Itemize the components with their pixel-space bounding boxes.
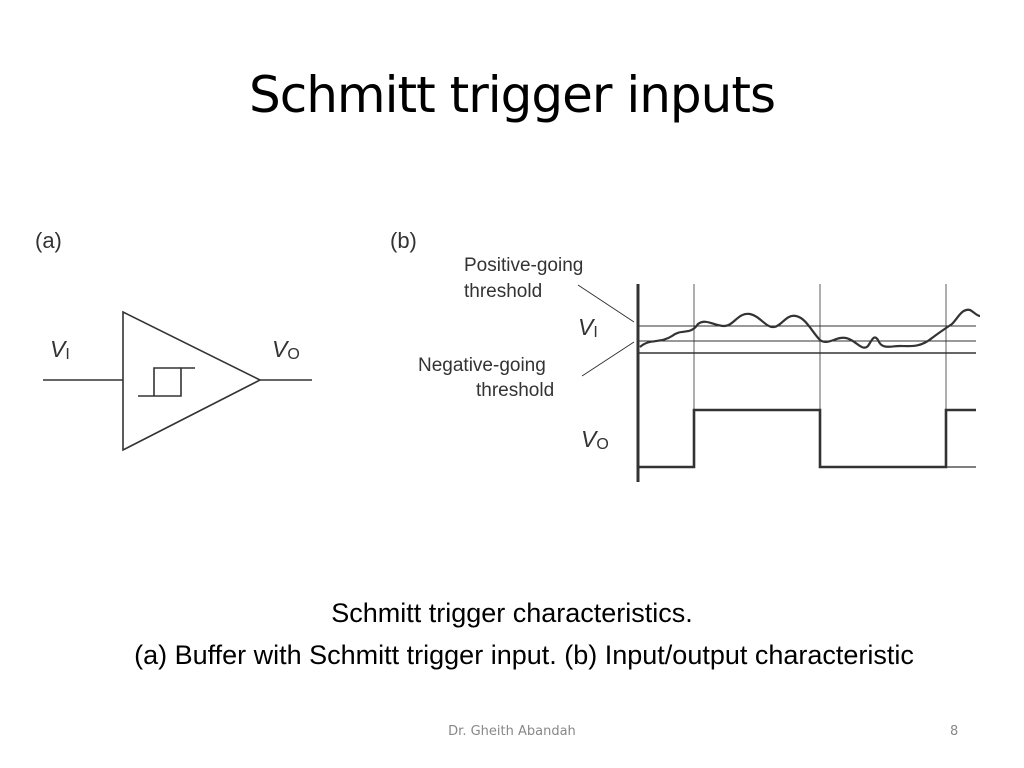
negative-threshold-pointer — [581, 341, 635, 377]
waveform-input-label: VI — [578, 314, 598, 341]
hysteresis-curve-lower — [153, 367, 181, 396]
negative-threshold-label-line1: Negative-going — [418, 355, 546, 376]
negative-threshold-label-line2: threshold — [476, 380, 554, 401]
panel-b-label: (b) — [390, 228, 417, 253]
output-waveform — [638, 408, 976, 469]
input-waveform — [639, 308, 981, 349]
positive-threshold-label-line1: Positive-going — [464, 255, 583, 276]
figure-caption-title: Schmitt trigger characteristics. — [331, 598, 693, 628]
panel-a-label: (a) — [35, 228, 62, 253]
positive-threshold-pointer — [577, 284, 635, 323]
hysteresis-curve-upper — [138, 367, 195, 397]
footer-author: Dr. Gheith Abandah — [448, 724, 576, 739]
buffer-triangle — [122, 310, 262, 452]
buffer-input-label: VI — [50, 336, 70, 363]
figure-caption-description: (a) Buffer with Schmitt trigger input. (… — [134, 640, 914, 670]
buffer-symbol — [43, 310, 312, 452]
page-number: 8 — [950, 724, 959, 739]
positive-threshold-label-line2: threshold — [464, 281, 542, 302]
buffer-output-label: VO — [272, 336, 300, 363]
slide-title: Schmitt trigger inputs — [248, 66, 776, 124]
waveform-output-label: VO — [581, 426, 609, 453]
